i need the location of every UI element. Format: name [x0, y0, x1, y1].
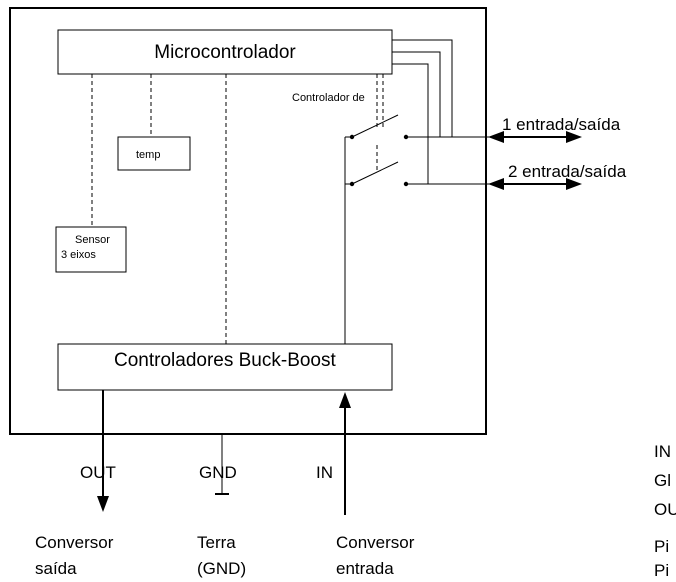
converter-out-label-2: saída [35, 559, 77, 578]
gnd-pin-label: GND [199, 463, 237, 482]
port1-arrow-left-icon [488, 131, 504, 143]
port2-arrow-right-icon [566, 178, 582, 190]
port1-arrow-right-icon [566, 131, 582, 143]
side-list-item: Pi [654, 537, 669, 556]
axis-sensor-block [55, 226, 127, 273]
side-list-item: IN [654, 442, 671, 461]
out-pin-label: OUT [80, 463, 116, 482]
buck-boost-label: Controladores Buck-Boost [114, 350, 336, 371]
converter-in-label-1: Conversor [336, 533, 415, 552]
axis-sensor-label-1: Sensor [75, 234, 110, 246]
device-frame [9, 7, 487, 435]
switch2-blade [351, 161, 399, 185]
mcu-wire-inner [392, 63, 429, 184]
switch-controller-label: Controlador de [292, 92, 365, 104]
ground-label-2: (GND) [197, 559, 246, 578]
port1-label: 1 entrada/saída [502, 115, 621, 134]
temp-sensor-block [117, 136, 191, 171]
mcu-wire-mid [392, 51, 441, 137]
switch1-blade [351, 114, 399, 138]
side-list: IN Gl OU Pi Pi [654, 442, 676, 580]
mcu-wire-outer [392, 39, 453, 137]
side-list-item: OU [654, 500, 676, 519]
axis-sensor-label-2: 3 eixos [61, 249, 96, 261]
buck-boost-block [57, 343, 393, 391]
microcontroller-label: Microcontrolador [154, 42, 296, 63]
temp-sensor-label: temp [136, 149, 160, 161]
in-pin-label: IN [316, 463, 333, 482]
ground-label-1: Terra [197, 533, 236, 552]
converter-in-label-2: entrada [336, 559, 394, 578]
port2-label: 2 entrada/saída [508, 162, 627, 181]
in-arrow-icon [339, 392, 351, 408]
side-list-item: Gl [654, 471, 671, 490]
side-list-item: Pi [654, 561, 669, 580]
out-arrow-icon [97, 496, 109, 512]
port2-arrow-left-icon [488, 178, 504, 190]
converter-out-label-1: Conversor [35, 533, 114, 552]
microcontroller-block [57, 29, 393, 75]
